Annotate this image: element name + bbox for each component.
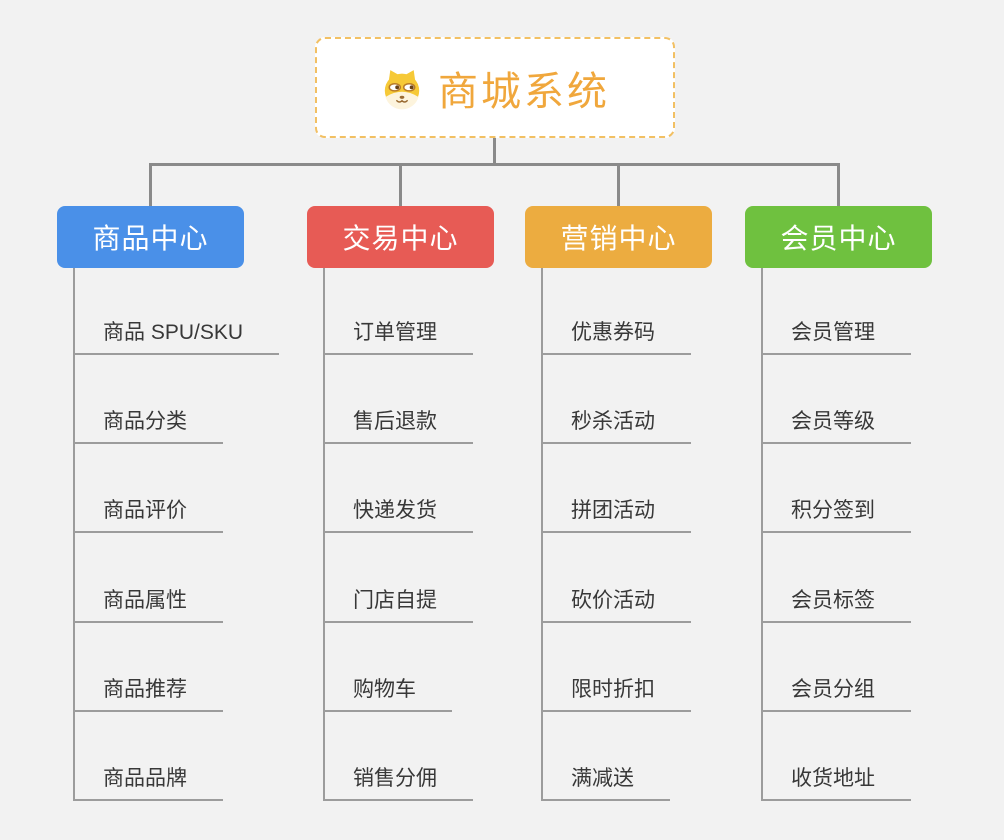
root-title: 商城系统 — [438, 69, 610, 114]
child-node[interactable]: 会员管理 — [761, 313, 911, 355]
child-node[interactable]: 商品推荐 — [73, 670, 223, 712]
child-node[interactable]: 销售分佣 — [323, 759, 473, 801]
child-node[interactable]: 商品 SPU/SKU — [73, 313, 280, 355]
child-node[interactable]: 优惠券码 — [541, 313, 691, 355]
branch-2-children-connector — [323, 268, 325, 800]
branch-node-4[interactable]: 会员中心 — [745, 206, 932, 268]
child-node[interactable]: 会员等级 — [761, 402, 911, 444]
connector-root-stem — [493, 138, 496, 164]
child-node[interactable]: 拼团活动 — [541, 491, 691, 533]
branch-node-1[interactable]: 商品中心 — [57, 206, 244, 268]
branch-1-children-connector — [73, 268, 75, 800]
child-node[interactable]: 商品属性 — [73, 581, 223, 623]
child-node[interactable]: 会员标签 — [761, 581, 911, 623]
connector-drop-4 — [837, 163, 840, 206]
connector-drop-1 — [149, 163, 152, 206]
branch-3-children-connector — [541, 268, 543, 800]
child-node[interactable]: 订单管理 — [323, 313, 473, 355]
child-node[interactable]: 售后退款 — [323, 402, 473, 444]
child-node[interactable]: 满减送 — [541, 759, 670, 801]
child-node[interactable]: 门店自提 — [323, 581, 473, 623]
child-node[interactable]: 商品品牌 — [73, 759, 223, 801]
branch-4-children-connector — [761, 268, 763, 800]
child-node[interactable]: 砍价活动 — [541, 581, 691, 623]
child-node[interactable]: 收货地址 — [761, 759, 911, 801]
child-node[interactable]: 会员分组 — [761, 670, 911, 712]
branch-node-3[interactable]: 营销中心 — [525, 206, 712, 268]
child-node[interactable]: 快递发货 — [323, 491, 473, 533]
child-node[interactable]: 秒杀活动 — [541, 402, 691, 444]
child-node[interactable]: 购物车 — [323, 670, 452, 712]
child-node[interactable]: 限时折扣 — [541, 670, 691, 712]
child-node[interactable]: 商品分类 — [73, 402, 223, 444]
connector-rail — [149, 163, 840, 166]
child-node[interactable]: 积分签到 — [761, 491, 911, 533]
connector-drop-3 — [617, 163, 620, 206]
connector-drop-2 — [399, 163, 402, 206]
branch-node-2[interactable]: 交易中心 — [307, 206, 494, 268]
child-node[interactable]: 商品评价 — [73, 491, 223, 533]
root-node[interactable]: 商城系统 — [315, 37, 675, 138]
shiba-dog-icon — [380, 66, 424, 110]
